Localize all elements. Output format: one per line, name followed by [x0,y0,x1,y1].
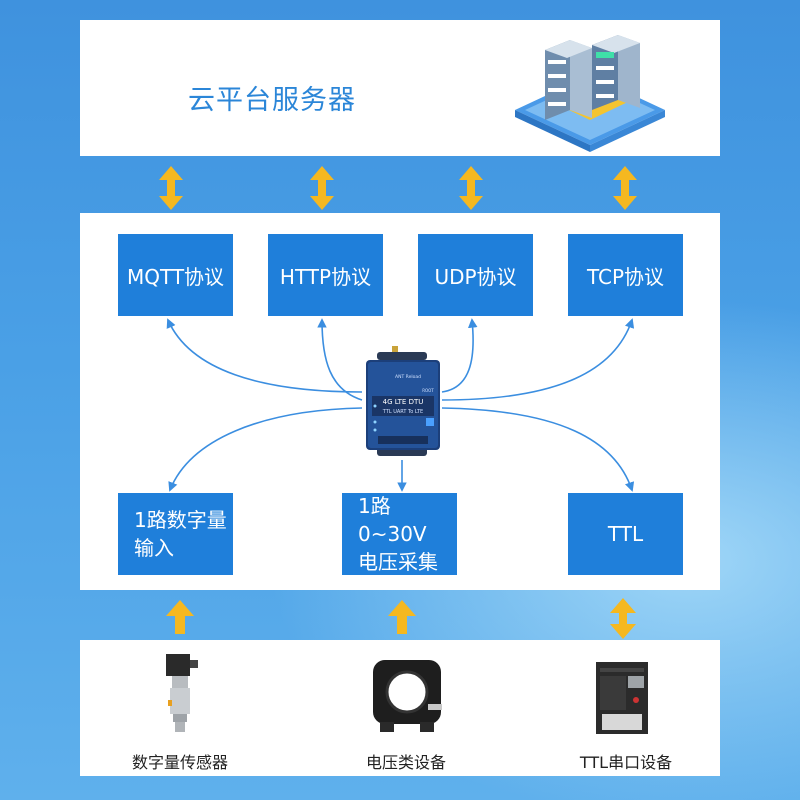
protocol-box-mqtt: MQTT协议 [118,234,233,316]
up-arrow-icon [166,600,416,634]
protocol-label: MQTT协议 [126,264,225,289]
double-arrow-icon [159,166,637,210]
protocol-box-http: HTTP协议 [268,234,383,316]
cloud-title: 云平台服务器 [188,85,356,116]
protocol-label: HTTP协议 [279,264,372,289]
interface-line2: 输入 [134,536,174,560]
interface-box-ttl: TTL [568,493,683,575]
interface-line1: 1路0~30V [358,494,427,546]
interface-line2: 电压采集 [358,550,438,574]
device-label-voltage-device: 电压类设备 [365,753,446,772]
protocol-label: TCP协议 [586,264,665,289]
protocol-box-tcp: TCP协议 [568,234,683,316]
interface-label: TTL [607,522,644,546]
interface-box-voltage: 1路0~30V 电压采集 [342,493,457,575]
device-label-ttl-device: TTL串口设备 [579,753,673,772]
interface-line1: 1路数字量 [134,508,227,532]
protocol-label: UDP协议 [434,264,517,289]
protocol-box-udp: UDP协议 [418,234,533,316]
double-arrow-icon [610,598,636,639]
device-label-digital-sensor: 数字量传感器 [131,753,228,772]
interface-box-digital-input: 1路数字量 输入 [118,493,233,575]
